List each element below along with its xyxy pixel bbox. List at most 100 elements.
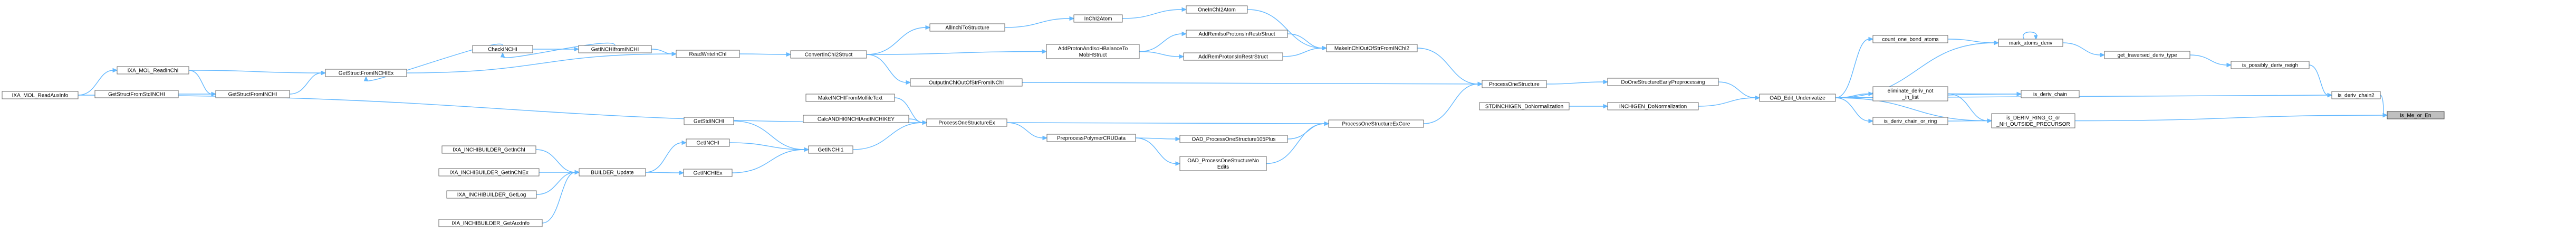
node-oad-processonestructure105plus[interactable]: OAD_ProcessOneStructure105Plus <box>1179 135 1288 143</box>
node-processonestructureex[interactable]: ProcessOneStructureEx <box>926 118 1007 127</box>
arrowhead-ixa-mol-readauxinfo-to-processonestructureex <box>922 120 928 125</box>
edge-ixa-inchibuilder-getauxinfo-to-builder-update <box>542 172 576 224</box>
node-doonestructureearlypreprocessing[interactable]: DoOneStructureEarlyPreprocessing <box>1607 78 1719 86</box>
node-processonestructureexcore[interactable]: ProcessOneStructureExCore <box>1328 119 1424 128</box>
node-is-deriv-ring-o-or-nh-outside-precursor[interactable]: is_DERIV_RING_O_or_NH_OUTSIDE_PRECURSOR <box>1991 113 2075 128</box>
node-getstructfrominchi[interactable]: GetStructFromINCHI <box>215 90 290 98</box>
node-preprocesspolymercrudata[interactable]: PreprocessPolymerCRUData <box>1046 134 1136 142</box>
edge-ixa-mol-readinchi-to-getstructfrominchi <box>188 70 213 95</box>
node-eliminate-deriv-not-in-list[interactable]: eliminate_deriv_not_in_list <box>1872 86 1948 101</box>
node-count-one-bond-atoms[interactable]: count_one_bond_atoms <box>1872 35 1948 43</box>
node-ixa-mol-readinchi[interactable]: IXA_MOL_ReadInChI <box>117 66 189 75</box>
node-makeinchioutofstrfrominchi2[interactable]: MakeInChIOutOfStrFromINChI2 <box>1326 44 1418 52</box>
node-allinchitostructure[interactable]: AllInchiToStructure <box>929 23 1005 32</box>
arrowhead-inchi2atom-to-oneinchi2atom <box>1181 7 1187 12</box>
node-getstructfrominchiex[interactable]: GetStructFromINCHIEx <box>325 69 407 77</box>
node-getstdinchi[interactable]: GetStdINCHI <box>684 117 734 125</box>
node-addremprotonsinrestrstruct[interactable]: AddRemProtonsInRestrStruct <box>1183 52 1283 61</box>
node-box <box>1759 94 1836 102</box>
arrowhead-convertinchi2struct-to-outputinchioutofstrfrominchi <box>906 80 911 85</box>
node-label: DoOneStructureEarlyPreprocessing <box>1621 80 1705 86</box>
node-builder-update[interactable]: BUILDER_Update <box>579 168 646 177</box>
node-convertinchi2struct[interactable]: ConvertInChI2Struct <box>790 50 867 59</box>
arrowhead-oad-edit-underivatize-to-is-deriv-chain2 <box>2327 92 2333 98</box>
node-label: _NH_OUTSIDE_PRECURSOR <box>1996 122 2070 127</box>
arrowhead-addprotonandisohbalancetomobhstruct-to-addremisoprotonsinrestrstruct <box>1181 31 1187 36</box>
arrowhead-ixa-mol-readinchi-to-getstructfrominchi <box>211 91 217 97</box>
node-box <box>2231 61 2310 69</box>
node-box <box>438 168 540 177</box>
node-get-traversed-deriv-type[interactable]: get_traversed_deriv_type <box>2104 51 2190 59</box>
edge-outputinchioutofstrfrominchi-to-processonestructure <box>1022 82 1479 85</box>
node-getstructfromstdinchi[interactable]: GetStructFromStdINCHI <box>94 90 179 98</box>
node-inchigen-donormalization[interactable]: INCHIGEN_DoNormalization <box>1607 102 1699 110</box>
arrowhead-builder-update-to-getinchiex <box>679 170 685 175</box>
node-processonestructure[interactable]: ProcessOneStructure <box>1482 80 1547 88</box>
arrowhead-getinchiex-to-getinchi1 <box>804 147 810 152</box>
edge-makeinchioutofstrfrominchi2-to-processonestructure <box>1417 48 1479 85</box>
node-is-deriv-chain-or-ring[interactable]: is_deriv_chain_or_ring <box>1872 117 1948 125</box>
node-is-deriv-chain2[interactable]: is_deriv_chain2 <box>2331 91 2381 99</box>
node-is-possibly-deriv-neigh[interactable]: is_possibly_deriv_neigh <box>2231 61 2310 69</box>
node-label: IXA_MOL_ReadAuxInfo <box>12 93 69 99</box>
node-is-deriv-chain[interactable]: is_deriv_chain <box>2021 90 2080 98</box>
node-makeinchifrommolfiletext[interactable]: MakeINCHIFromMolfileText <box>805 94 895 102</box>
arrowhead-readwriteinchi-to-convertinchi2struct <box>786 52 792 57</box>
arrowhead-mark-atoms-deriv-to-get-traversed-deriv-type <box>2100 52 2106 58</box>
node-label: ProcessOneStructureExCore <box>1342 122 1410 127</box>
edge-getstructfrominchiex-to-readwriteinchi <box>406 53 673 73</box>
edge-getinchiex-to-getinchi1 <box>732 149 805 173</box>
edge-allinchitostructure-to-inchi2atom <box>1004 18 1071 28</box>
node-oneinchi2atom[interactable]: OneInChI2Atom <box>1186 5 1248 14</box>
node-box <box>1179 135 1288 143</box>
node-ixa-inchibuilder-getauxinfo[interactable]: IXA_INCHIBUILDER_GetAuxInfo <box>438 219 543 227</box>
node-box <box>1183 52 1283 61</box>
edge-is-deriv-chain2-to-is-me-or-en <box>2380 95 2384 116</box>
node-box <box>683 169 733 177</box>
node-label: BUILDER_Update <box>591 170 634 176</box>
node-calcinchihiinchiandinchikey[interactable]: CalcANDHI0NCHIAndINCHIKEY <box>803 115 909 123</box>
node-label: eliminate_deriv_not <box>1888 88 1934 94</box>
node-box <box>926 118 1007 127</box>
node-inchi2atom[interactable]: InChI2Atom <box>1073 14 1123 23</box>
node-getinchiex[interactable]: GetINCHIEx <box>683 169 733 177</box>
node-ixa-mol-readauxinfo[interactable]: IXA_MOL_ReadAuxInfo <box>2 91 79 99</box>
node-getinchi1[interactable]: GetINCHI1 <box>808 145 853 154</box>
node-ixa-inchibuilder-getinchi[interactable]: IXA_INCHIBUILDER_GetInChI <box>441 145 536 154</box>
node-stdinchigen-donormalization[interactable]: STDINCHIGEN_DoNormalization <box>1479 102 1570 110</box>
node-label: GetINCHI <box>696 141 719 146</box>
node-checkinchi[interactable]: CheckINCHI <box>472 45 533 53</box>
node-outputinchioutofstrfrominchi[interactable]: OutputInChIOutOfStrFromINChI <box>910 78 1023 87</box>
node-box <box>1991 113 2075 128</box>
node-box <box>1179 156 1267 171</box>
node-label: is_deriv_chain_or_ring <box>1884 119 1937 125</box>
arrowhead-get-traversed-deriv-type-to-is-possibly-deriv-neigh <box>2226 62 2232 68</box>
edge-count-one-bond-atoms-to-mark-atoms-deriv <box>1947 39 1995 43</box>
arrowhead-stdinchigen-donormalization-to-inchigen-donormalization <box>1603 104 1609 109</box>
arrowhead-mark-atoms-deriv-to-mark-atoms-deriv <box>2034 35 2038 40</box>
arrowhead-convertinchi2struct-to-allinchitostructure <box>925 25 931 30</box>
edge-getinchi1-to-processonestructureex <box>852 122 924 150</box>
node-readwriteinchi[interactable]: ReadWriteInChI <box>676 50 740 58</box>
node-box <box>1326 44 1418 52</box>
arrowhead-oad-edit-underivatize-to-is-deriv-chain-or-ring <box>1868 118 1874 124</box>
arrowhead-checkinchi-to-getinchifrominchi <box>574 47 580 52</box>
node-addremisoprotonsinrestrstruct[interactable]: AddRemIsoProtonsInRestrStruct <box>1186 30 1288 38</box>
node-label: AllInchiToStructure <box>945 25 989 31</box>
node-box <box>1328 119 1424 128</box>
node-getinchifrominchi[interactable]: GetINCHIfromINCHI <box>578 45 652 53</box>
node-ixa-inchibuilder-getinchiex[interactable]: IXA_INCHIBUILDER_GetInChIEx <box>438 168 540 177</box>
node-label: MakeINCHIFromMolfileText <box>818 96 882 101</box>
node-label: IXA_INCHIBUILDER_GetInChIEx <box>449 170 528 176</box>
node-oad-edit-underivatize[interactable]: OAD_Edit_Underivatize <box>1759 94 1836 102</box>
node-label: Edits <box>1217 164 1229 170</box>
node-ixa-inchibuilder-getlog[interactable]: IXA_INCHIBUILDER_GetLog <box>446 190 537 199</box>
node-getinchi[interactable]: GetINCHI <box>686 138 730 147</box>
arrowhead-oad-edit-underivatize-to-is-deriv-ring-o-or-nh-outside-precursor <box>1987 118 1993 123</box>
node-mark-atoms-deriv[interactable]: mark_atoms_deriv <box>1998 39 2063 47</box>
node-label: GetINCHIfromINCHI <box>591 47 639 53</box>
node-label: CheckINCHI <box>488 47 517 53</box>
node-layer: is_Me_or_Enis_deriv_chain2is_possibly_de… <box>2 5 2445 227</box>
